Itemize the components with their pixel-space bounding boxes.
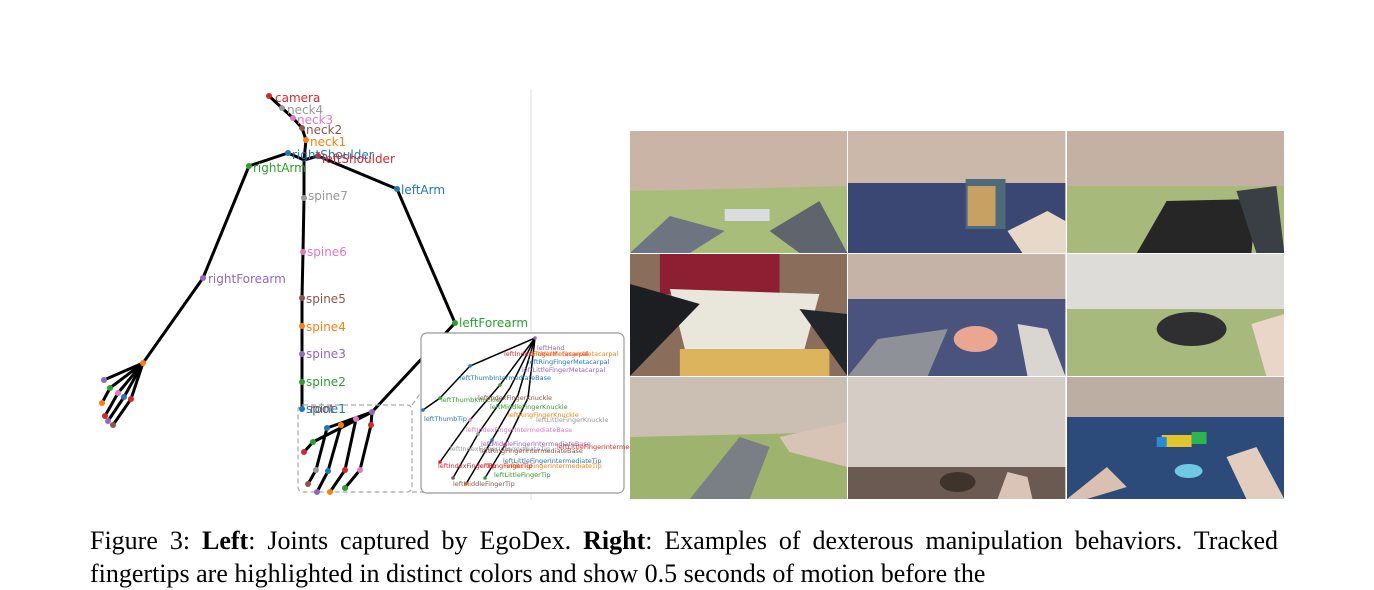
skeleton-panel: camera neck4 neck3 neck2 neck1 rightShou… bbox=[85, 85, 630, 505]
label-spine5: spine5 bbox=[306, 292, 346, 306]
photo-tile bbox=[630, 254, 847, 376]
inset-label-little-metacarpal: leftLittleFingerMetacarpal bbox=[522, 366, 605, 374]
inset-label-thumb-tip: leftThumbTip bbox=[424, 415, 467, 423]
inset-label-index-knuckle: leftIndexFingerKnuckle bbox=[478, 394, 552, 402]
photo-tile bbox=[630, 131, 847, 253]
photo-tile bbox=[848, 254, 1065, 376]
skeleton-bones bbox=[102, 96, 455, 492]
inset-label-middle-metacarpal: leftMiddleFingerMetacarpal bbox=[530, 350, 618, 358]
label-left-shoulder: leftShoulder bbox=[322, 152, 395, 166]
label-neck1: neck1 bbox=[310, 135, 346, 149]
photo-tile bbox=[848, 131, 1065, 253]
inset-label-little-knuckle: leftLittleFingerKnuckle bbox=[536, 416, 609, 424]
label-left-forearm: leftForearm bbox=[459, 316, 528, 330]
label-root: root bbox=[310, 402, 334, 416]
inset-label-thumb-intermediate-base: leftThumbIntermediateBase bbox=[460, 374, 551, 382]
photo-tile bbox=[1067, 131, 1284, 253]
inset-label-middle-tip: leftMiddleFingerTip bbox=[453, 480, 515, 488]
skeleton-diagram: camera neck4 neck3 neck2 neck1 rightShou… bbox=[85, 85, 630, 505]
inset-label-little-tip: leftLittleFingerTip bbox=[494, 471, 551, 479]
caption-left-text: : Joints captured by EgoDex. bbox=[248, 526, 583, 555]
label-right-arm: rightArm bbox=[253, 161, 306, 175]
photo-tile bbox=[1067, 254, 1284, 376]
inset-label-ring-intermediate-base: leftRingFingerIntermediateBase bbox=[480, 447, 583, 455]
inset-label-ring-tip: leftRingFingerTip bbox=[478, 462, 533, 470]
label-left-arm: leftArm bbox=[401, 183, 445, 197]
caption-prefix: Figure 3: bbox=[90, 526, 202, 555]
inset-label-middle-knuckle: leftMiddleFingerKnuckle bbox=[490, 403, 568, 411]
label-right-forearm: rightForearm bbox=[208, 272, 286, 286]
skeleton-joints bbox=[99, 93, 458, 495]
hand-inset: leftHand leftIndexFingerMetacarpal leftM… bbox=[421, 333, 630, 493]
photo-tile bbox=[848, 377, 1065, 499]
label-spine7: spine7 bbox=[308, 189, 348, 203]
photo-tile bbox=[1067, 377, 1284, 499]
label-spine4: spine4 bbox=[306, 320, 346, 334]
inset-label-index-intermediate-base: leftIndexFingerIntermediateBase bbox=[466, 426, 572, 434]
figure-caption: Figure 3: Left: Joints captured by EgoDe… bbox=[90, 524, 1278, 590]
label-spine2: spine2 bbox=[306, 375, 346, 389]
inset-label-ring-metacarpal: leftRingFingerMetacarpal bbox=[528, 358, 610, 366]
manipulation-photo-grid bbox=[630, 131, 1284, 499]
label-spine6: spine6 bbox=[307, 245, 347, 259]
label-spine3: spine3 bbox=[306, 347, 346, 361]
caption-left-label: Left bbox=[202, 526, 248, 555]
caption-right-label: Right bbox=[583, 526, 645, 555]
photo-tile bbox=[630, 377, 847, 499]
